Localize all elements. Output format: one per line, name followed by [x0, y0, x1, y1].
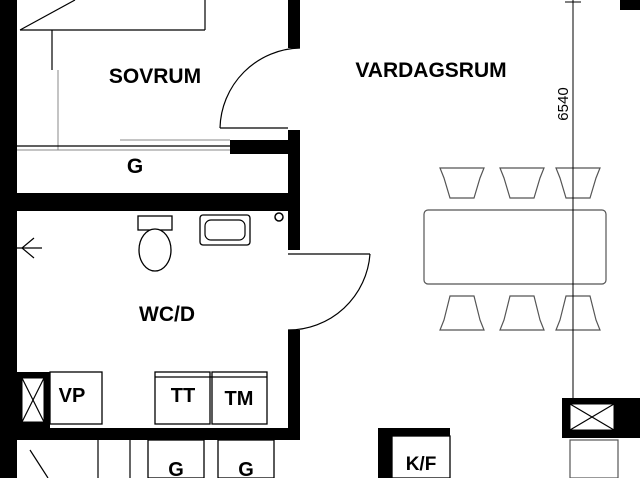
room-label-bedroom: SOVRUM	[109, 65, 201, 88]
tt-box	[154, 371, 211, 425]
bathroom-door	[287, 253, 371, 331]
fixture-label-wardrobe-top: G	[127, 155, 143, 178]
fixture-label-dryer: TT	[171, 385, 195, 407]
tm-box	[211, 371, 268, 425]
wall-bedroom-bath	[17, 193, 300, 211]
arrow-icon	[17, 237, 42, 259]
bed	[19, 0, 206, 150]
fridge-box	[391, 435, 451, 478]
dimension-line	[565, 0, 581, 398]
room-label-living: VARDAGSRUM	[355, 59, 506, 82]
dining-chairs	[439, 167, 601, 331]
room-label-bathroom: WC/D	[139, 303, 195, 326]
dimension-label: 6540	[555, 87, 572, 120]
wall-partition-low	[288, 330, 300, 438]
wall-partition-mid	[288, 130, 300, 250]
kitchen-unit	[569, 439, 619, 478]
wall-stub-wardrobe	[230, 140, 300, 154]
fixture-label-wardrobe-bottom-2: G	[238, 459, 254, 478]
bedroom-door	[219, 47, 301, 129]
dining-table	[423, 209, 607, 285]
fixture-label-wardrobe-bottom-1: G	[168, 459, 184, 478]
wall-right-edge	[620, 0, 640, 10]
wall-kitchen	[378, 428, 392, 478]
sink	[199, 214, 251, 246]
vp-box	[49, 371, 103, 425]
wall-partition-top	[288, 0, 300, 48]
wall-bottom	[17, 428, 300, 440]
fixture-label-washer: TM	[225, 388, 254, 410]
wall-left-outer	[0, 0, 17, 478]
fixture-label-fridge: K/F	[406, 454, 437, 475]
wall-kitchen-top	[378, 428, 450, 436]
wardrobe-bottom-2-box	[217, 439, 275, 478]
toilet	[137, 215, 173, 272]
fixture-label-heat-pump: VP	[59, 385, 86, 407]
drain	[274, 212, 284, 222]
wardrobe-bottom-1-box	[147, 439, 205, 478]
